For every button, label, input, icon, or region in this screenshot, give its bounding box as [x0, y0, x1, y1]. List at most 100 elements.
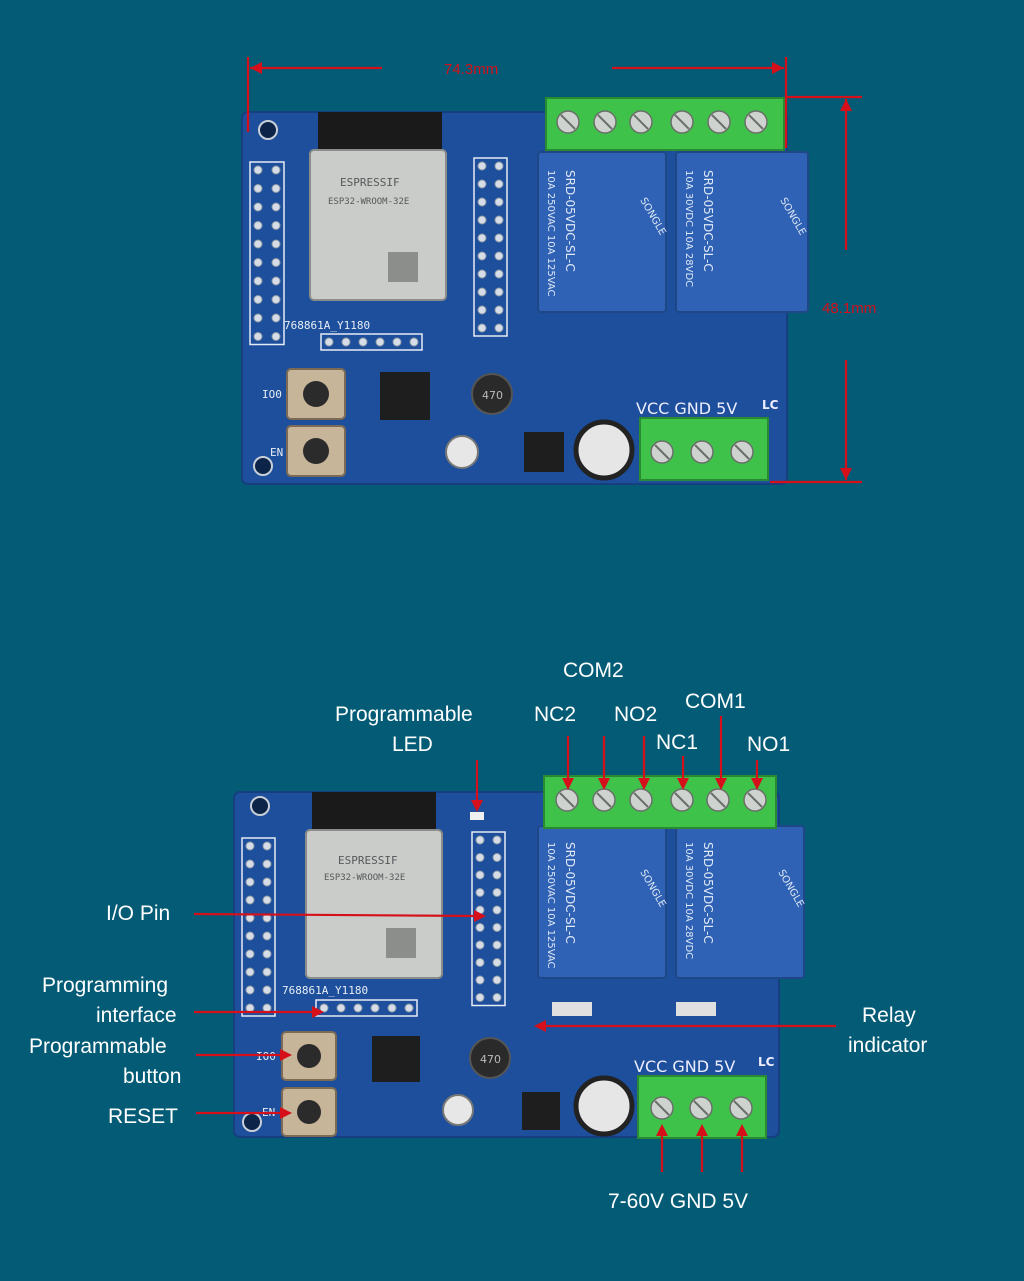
header-pin [253, 295, 263, 304]
capacitor [445, 435, 479, 469]
relay-rating-text: 10A 250VAC 10A 125VAC [545, 842, 556, 969]
qr-code [388, 252, 418, 282]
corner-mark: LC [762, 398, 779, 412]
height-value: 48.1mm [822, 300, 876, 317]
power-terminal-silk: VCC GND 5V [636, 399, 737, 418]
header-pin [353, 1003, 363, 1013]
header-pin [262, 985, 272, 995]
header-pin [409, 337, 419, 347]
power-terminal-block [639, 417, 769, 481]
header-pin [271, 165, 281, 175]
header-pin [494, 269, 504, 279]
header-pin [245, 1003, 255, 1013]
header-pin [271, 221, 281, 230]
header-pin [475, 870, 485, 880]
header-pin [253, 184, 263, 193]
mount-hole [253, 456, 273, 476]
header-pin [262, 841, 272, 851]
header-pin [245, 841, 255, 851]
board-top: ESPRESSIF ESP32-WROOM-32E 768861A_Y1180 … [241, 97, 809, 485]
header-pin [271, 332, 281, 341]
mount-hole [242, 1112, 262, 1132]
header-pin [271, 258, 281, 267]
label-com1: COM1 [685, 690, 746, 713]
qr-code [386, 928, 416, 958]
regulator-chip [380, 372, 430, 420]
header-pin [477, 161, 487, 171]
header-pin [253, 313, 263, 323]
header-pin [262, 895, 272, 905]
header-pin [475, 993, 485, 1002]
relay-2: SRD-05VDC-SL-C 10A 250VAC 10A 125VAC SON… [537, 825, 668, 979]
header-pin [387, 1003, 397, 1013]
mount-hole [250, 796, 270, 816]
header-pin [494, 197, 504, 207]
header-pin [477, 305, 487, 315]
annotation-programmable-led: Programmable LED [335, 703, 483, 812]
capacitor [442, 1094, 474, 1126]
header-pin [404, 1003, 414, 1013]
header-pin [336, 1003, 346, 1013]
label-relay-indicator-line2: indicator [848, 1034, 927, 1057]
electrolytic-capacitor [573, 419, 635, 481]
annotation-io-pin: I/O Pin [106, 902, 486, 925]
header-pin [494, 251, 504, 261]
header-pin [477, 179, 487, 189]
relay-rating-text: 10A 250VAC 10A 125VAC [545, 170, 556, 297]
header-pin [477, 215, 487, 225]
relay-indicator-led [552, 1002, 592, 1016]
terminal-labels: COM2 NC2 NO2 COM1 NC1 NO1 [534, 659, 790, 756]
header-pin [492, 905, 502, 915]
annotation-programmable-button: Programmable button [29, 1035, 292, 1088]
header-pin [475, 958, 485, 967]
inductor [471, 373, 513, 415]
label-programmable-led-line2: LED [392, 733, 433, 756]
button-label: IO0 [262, 388, 282, 401]
relay-indicator-led [676, 1002, 716, 1016]
driver-chip [522, 1092, 560, 1130]
annotation-power-inputs: 7-60V GND 5V [608, 1124, 748, 1213]
en-button: EN [270, 425, 346, 477]
board-bottom: ESPRESSIF ESP32-WROOM-32E 768861A_Y1180 … [233, 775, 806, 1139]
inductor-marking: 470 [482, 389, 503, 402]
height-dimension: 48.1mm [770, 95, 876, 484]
header-pin [253, 258, 263, 267]
terminal-arrows [562, 716, 763, 790]
module-brand-text: ESPRESSIF [338, 854, 398, 867]
esp32-module: ESPRESSIF ESP32-WROOM-32E [309, 112, 447, 301]
label-programmable-led-line1: Programmable [335, 703, 473, 726]
relay-terminal-block [543, 775, 777, 829]
header-pin [262, 949, 272, 959]
header-pin [253, 202, 263, 212]
header-pin [324, 337, 334, 347]
header-pin [271, 184, 281, 193]
header-pin [262, 877, 272, 887]
inductor-marking: 470 [480, 1053, 501, 1066]
header-pin [477, 287, 487, 297]
header-pin [271, 202, 281, 212]
header-pin [494, 233, 504, 243]
header-pin [494, 161, 504, 171]
label-relay-indicator-line1: Relay [862, 1004, 916, 1027]
left-pin-header [249, 161, 285, 346]
button-label: IO0 [256, 1050, 276, 1063]
header-pin [245, 859, 255, 869]
annotation-relay-indicator: Relay indicator [534, 1004, 927, 1057]
io0-button: IO0 [262, 368, 346, 420]
header-pin [271, 295, 281, 304]
driver-chip [524, 432, 564, 472]
header-pin [375, 337, 385, 347]
header-pin [492, 923, 502, 932]
board-code-text: 768861A_Y1180 [282, 984, 368, 997]
header-pin [245, 985, 255, 995]
label-programmable-button-line2: button [123, 1065, 181, 1088]
button-label: EN [270, 446, 283, 459]
esp32-module: ESPRESSIF ESP32-WROOM-32E [305, 792, 443, 979]
header-pin [477, 269, 487, 279]
label-no2: NO2 [614, 703, 657, 726]
annotation-programming-interface: Programming interface [42, 974, 324, 1027]
header-pin [494, 179, 504, 189]
header-pin [475, 923, 485, 932]
regulator-chip [372, 1036, 420, 1082]
relay-1: SRD-05VDC-SL-C 10A 30VDC 10A 28VDC SONGL… [675, 825, 806, 979]
